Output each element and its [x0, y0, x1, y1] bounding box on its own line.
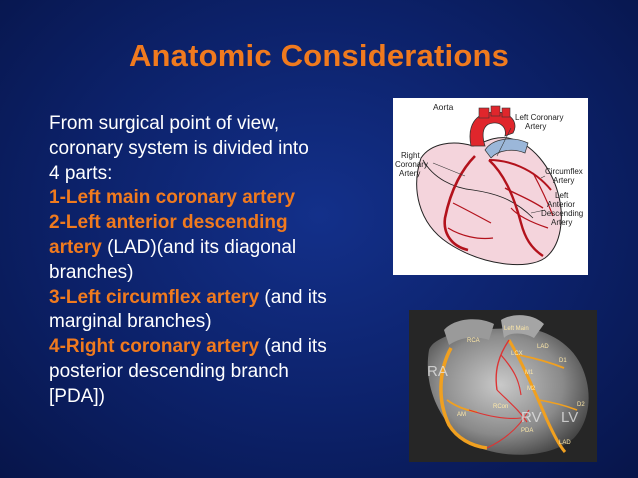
label-right-2: Coronary	[395, 160, 428, 169]
label-d1: D1	[559, 358, 567, 364]
body-line: 1-Left main coronary artery	[49, 186, 389, 211]
label-rca: RCA	[467, 338, 480, 344]
body-text-segment: branches)	[49, 261, 134, 283]
body-line: 4-Right coronary artery (and its	[49, 335, 389, 360]
label-lad-bottom: LAD	[559, 440, 571, 446]
body-line: 4 parts:	[49, 162, 389, 187]
label-d2: D2	[577, 402, 585, 408]
slide-title: Anatomic Considerations	[128, 38, 510, 73]
label-circumflex-2: Artery	[553, 176, 574, 185]
coronary-3d-render: Left Main RCA LAD LCX D1 M1 M2 D2 AM RCo…	[409, 310, 597, 462]
label-rcon: RCon	[493, 404, 508, 410]
body-line: 2-Left anterior descending	[49, 211, 389, 236]
body-text-segment: 4 parts:	[49, 162, 113, 184]
body-text-segment: (and its	[259, 286, 327, 308]
body-line: marginal branches)	[49, 310, 389, 335]
highlight-text: artery	[49, 236, 102, 258]
label-am: AM	[457, 412, 466, 418]
label-lad-4: Artery	[551, 218, 572, 227]
body-text-segment: marginal branches)	[49, 311, 212, 333]
body-text-segment: (LAD)(and its diagonal	[101, 236, 297, 258]
label-m1: M1	[525, 370, 534, 376]
label-lcx: LCX	[511, 351, 523, 357]
body-text-segment: From surgical point of view,	[49, 113, 280, 134]
label-lad-2: Anterior	[547, 200, 575, 209]
label-ra: RA	[427, 363, 448, 380]
label-lad-top: LAD	[537, 344, 549, 350]
label-circumflex-1: Circumflex	[545, 167, 583, 176]
body-line: branches)	[49, 261, 389, 286]
label-lad-1: Left	[555, 191, 569, 200]
label-left-coronary-1: Left Coronary	[515, 113, 563, 122]
body-line: coronary system is divided into	[49, 137, 389, 162]
slide-body-text: From surgical point of view, coronary sys…	[49, 112, 389, 410]
label-left-coronary-2: Artery	[525, 122, 546, 131]
body-line: 3-Left circumflex artery (and its	[49, 286, 389, 311]
coronary-diagram-illustration: Aorta Left Coronary Artery Right Coronar…	[393, 98, 588, 275]
body-line: From surgical point of view,	[49, 112, 389, 137]
body-text-segment: coronary system is divided into	[49, 137, 309, 159]
body-text-segment: [PDA])	[49, 385, 105, 407]
body-line: [PDA])	[49, 385, 389, 410]
heart-illustration-svg: Aorta Left Coronary Artery Right Coronar…	[395, 102, 583, 266]
body-text-segment: (and its	[259, 336, 327, 358]
body-text-segment: posterior descending branch	[49, 360, 289, 382]
highlight-text: 1-Left main coronary artery	[49, 187, 296, 209]
label-lad-3: Descending	[541, 209, 583, 218]
label-left-main: Left Main	[504, 326, 529, 332]
label-right-1: Right	[401, 151, 420, 160]
label-m2: M2	[527, 386, 536, 392]
label-lv: LV	[561, 409, 578, 426]
label-pda: PDA	[521, 428, 533, 434]
label-aorta: Aorta	[433, 102, 454, 112]
heart-render-svg: Left Main RCA LAD LCX D1 M1 M2 D2 AM RCo…	[409, 310, 597, 462]
label-rv: RV	[521, 409, 542, 426]
highlight-text: 4-Right coronary artery	[49, 336, 260, 358]
highlight-text: 3-Left circumflex artery	[49, 286, 260, 308]
highlight-text: 2-Left anterior descending	[49, 212, 288, 234]
body-line: posterior descending branch	[49, 360, 389, 385]
body-line: artery (LAD)(and its diagonal	[49, 236, 389, 261]
label-right-3: Artery	[399, 169, 420, 178]
